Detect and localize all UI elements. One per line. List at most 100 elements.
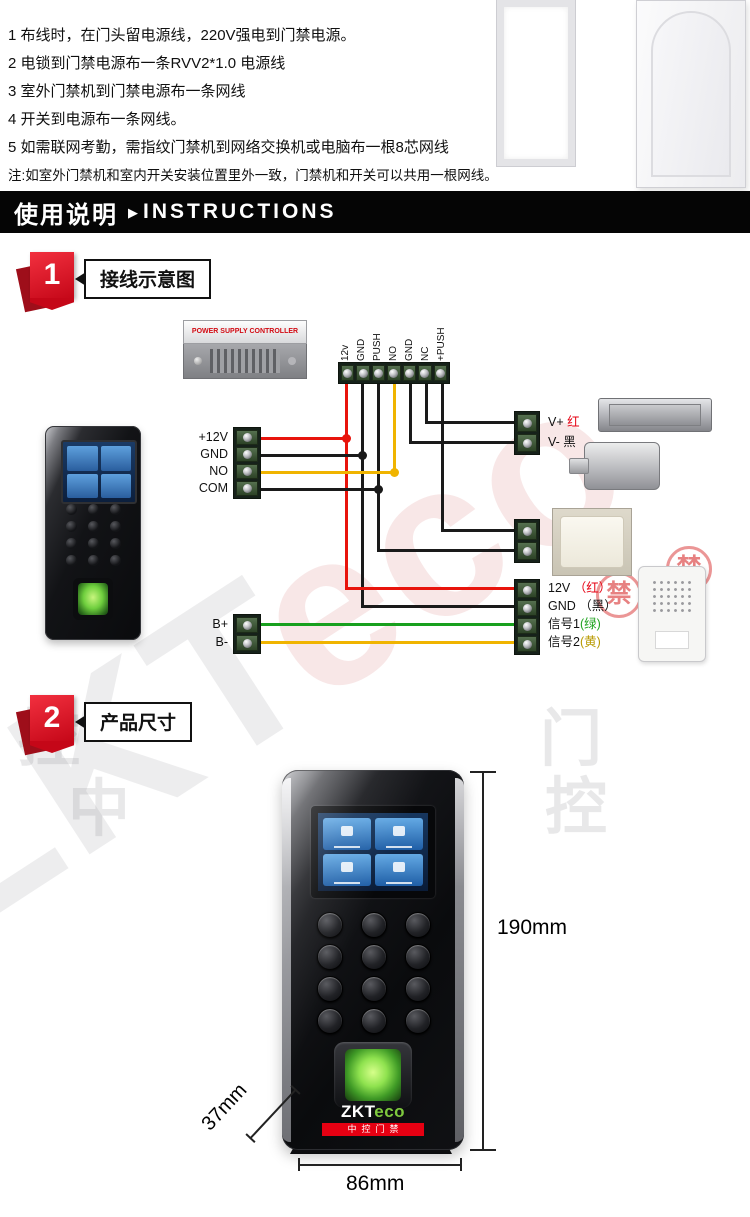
keypad-key <box>109 555 121 566</box>
doorbell-terminal-label: 信号2(黄) <box>548 634 601 650</box>
terminal <box>387 365 401 381</box>
dimension-tick <box>460 1158 462 1171</box>
doorbell-terminal-text: GND <box>548 599 576 613</box>
power-supply-photo: POWER SUPPLY CONTROLLER <box>183 320 307 379</box>
wire-yellow <box>261 471 396 474</box>
section-2-title-text: 产品尺寸 <box>100 713 177 734</box>
b-terminal-label: B- <box>215 635 229 649</box>
terminal <box>517 582 537 598</box>
wire-red <box>345 587 515 590</box>
keypad-key <box>87 504 99 515</box>
terminal-label: NO <box>388 346 399 361</box>
note-line-2: 2 电锁到门禁电源布一条RVV2*1.0 电源线 <box>8 55 286 72</box>
wire-yellow <box>393 384 396 474</box>
terminal <box>433 365 447 381</box>
doorbell-terminal-text: 信号1 <box>548 617 580 631</box>
doorbell-terminal-label: 信号1(绿) <box>548 616 601 632</box>
note-line-4: 4 开关到电源布一条网线。 <box>8 111 186 128</box>
doorbell-terminal-label: GND （黑） <box>548 598 617 614</box>
watermark-char: 门 <box>540 705 603 774</box>
exit-button-terminal-block <box>514 519 540 563</box>
doorbell-terminal-text: 信号2 <box>548 635 580 649</box>
wire-black <box>409 384 412 444</box>
terminal <box>517 434 537 452</box>
terminal-label: PUSH <box>372 333 383 361</box>
wire-black <box>409 441 515 444</box>
wire-junction-dot <box>374 485 383 494</box>
keypad-key <box>65 521 77 532</box>
keypad-key <box>65 555 77 566</box>
wire-black <box>361 384 364 608</box>
power-supply-label: POWER SUPPLY CONTROLLER <box>183 320 307 344</box>
watermark-char: 中 <box>68 775 131 844</box>
screen-icon <box>323 854 371 886</box>
wire-color-tag: 红 <box>567 415 580 429</box>
keypad-key <box>109 538 121 549</box>
wire-yellow <box>261 641 515 644</box>
screen-icon <box>67 446 98 471</box>
product-device-photo: ZKTeco 中控门禁 <box>282 770 464 1150</box>
section-2-title: 产品尺寸 <box>75 702 193 742</box>
section-1-badge: 1 <box>30 252 74 298</box>
section-1-number: 1 <box>43 258 61 291</box>
doorbell-terminal-label: 12V （红） <box>548 580 611 596</box>
b-terminal-block <box>233 614 261 654</box>
terminal-label: NC <box>420 346 431 361</box>
exit-button-photo <box>552 508 632 576</box>
arrow-right-icon: ▶ <box>128 205 138 220</box>
terminal-label: GND <box>404 338 415 361</box>
wire-black <box>377 549 515 552</box>
terminal <box>517 542 537 560</box>
note-line-1: 1 布线时，在门头留电源线，220V强电到门禁电源。 <box>8 27 356 44</box>
wire-color-tag: 黑 <box>563 435 576 449</box>
device-keypad <box>312 912 434 1034</box>
banner-title-cn: 使用说明 <box>14 201 118 229</box>
door-panel-inner <box>651 11 731 177</box>
wire-red <box>261 437 348 440</box>
terminal <box>236 617 258 633</box>
lock-terminal-label: V- 黑 <box>548 434 576 450</box>
installation-notes: 1 布线时，在门头留电源线，220V强电到门禁电源。 2 电锁到门禁电源布一条R… <box>8 22 538 190</box>
depth-dimension-label: 37mm <box>197 1079 252 1135</box>
lock-terminal-block <box>514 411 540 455</box>
keypad-key <box>405 976 431 1002</box>
screen-icon <box>67 473 98 498</box>
logo-zkt-text: ZKT <box>341 1102 374 1121</box>
terminal <box>236 464 258 479</box>
gloss-highlight <box>282 770 464 1150</box>
dimension-tick <box>470 771 496 773</box>
exit-button-face <box>560 516 624 568</box>
logo-eco-text: eco <box>374 1102 405 1121</box>
wire-junction-dot <box>342 434 351 443</box>
wire-junction-dot <box>358 451 367 460</box>
device-screen-bezel <box>311 806 435 898</box>
terminal-label: 12v <box>340 344 351 361</box>
keypad-key <box>317 944 343 970</box>
wire-black <box>377 384 380 552</box>
note-line-remark: 注:如室外门禁机和室内开关安装位置里外一致，门禁机和开关可以共用一根网线。 <box>8 168 498 183</box>
height-dimension-label: 190mm <box>497 916 568 939</box>
banner-title-en: INSTRUCTIONS <box>143 200 337 223</box>
dimension-tick <box>470 1149 496 1151</box>
wire-green <box>261 623 515 626</box>
lock-terminal-text: V- <box>548 435 560 449</box>
wire-black <box>261 454 364 457</box>
device-screen <box>61 440 137 504</box>
terminal <box>517 618 537 634</box>
terminal <box>402 365 417 381</box>
keypad-key <box>65 504 77 515</box>
screen-icon <box>375 854 423 886</box>
terminal <box>236 635 258 651</box>
wire-black <box>361 605 515 608</box>
wire-junction-dot <box>390 468 399 477</box>
device-terminal-label: COM <box>198 481 228 495</box>
arrow-left-icon <box>75 715 86 729</box>
dimension-tick <box>298 1158 300 1171</box>
device-terminal-label: GND <box>200 447 228 461</box>
wire-color-tag: (黄) <box>579 635 601 649</box>
doorbell-terminal-text: 12V <box>548 581 571 595</box>
wire-black <box>441 384 444 532</box>
watermark-char: 控 <box>545 773 608 842</box>
bolt-lock-photo <box>569 442 660 490</box>
keypad-key <box>109 504 121 515</box>
